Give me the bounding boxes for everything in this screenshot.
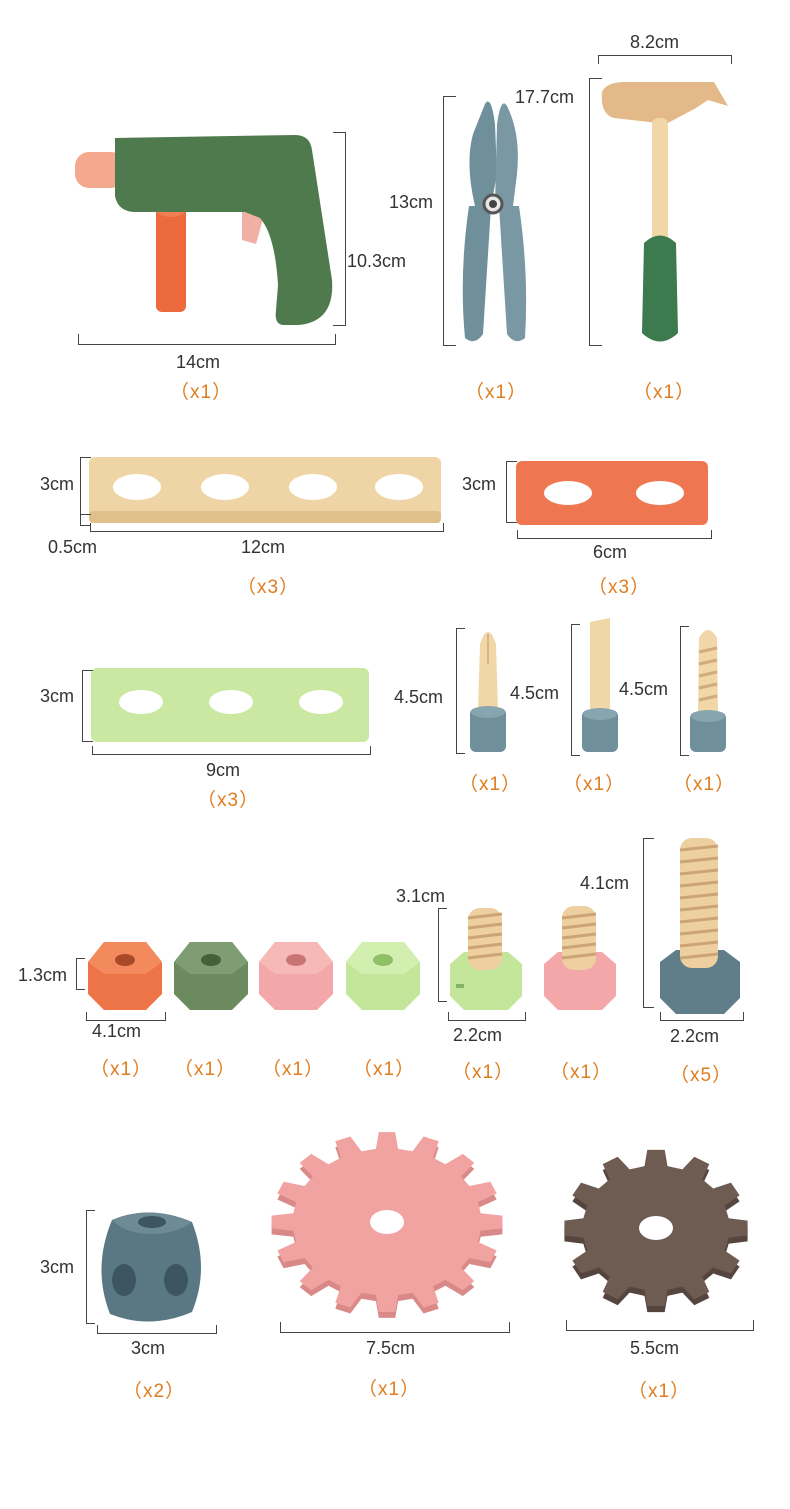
toy-drill (70, 130, 340, 330)
screwdriver-2-qty: （x1） (563, 774, 626, 795)
drill-height-bracket (333, 132, 346, 326)
nut-pink-qty: （x1） (262, 1059, 325, 1080)
bolt-blue-grey (658, 834, 742, 1016)
pliers-height-bracket (443, 96, 456, 346)
wood-plank-thickness-label: 0.5cm (48, 537, 98, 557)
nut-height-label: 1.3cm (18, 965, 68, 985)
pliers-qty: （x1） (465, 382, 528, 403)
screwdriver-2-height-bracket (571, 624, 580, 756)
toy-pliers (455, 94, 535, 349)
orange-plank-width-label: 6cm (593, 542, 628, 562)
drill-qty: （x1） (170, 382, 233, 403)
bolt-pink-qty: （x1） (550, 1062, 613, 1083)
green-plank-height-label: 3cm (40, 686, 75, 706)
nut-orange-qty: （x1） (90, 1059, 153, 1080)
green-plank-width-label: 9cm (206, 760, 241, 780)
screwdriver-1-qty: （x1） (459, 774, 522, 795)
hammer-width-label: 8.2cm (630, 32, 680, 52)
hammer-width-bracket (598, 55, 732, 64)
screwdriver-3-height-bracket (680, 626, 689, 756)
orange-plank-height-bracket (506, 461, 517, 523)
bolt-long-height-label: 4.1cm (580, 873, 630, 893)
screwdriver-2-height-label: 4.5cm (510, 683, 560, 703)
cube-qty: （x2） (123, 1381, 186, 1402)
cube-height-label: 3cm (40, 1257, 75, 1277)
big-gear-width-label: 7.5cm (366, 1338, 416, 1358)
big-gear (270, 1130, 506, 1326)
bolt-small-width-label: 2.2cm (453, 1025, 503, 1045)
wood-plank (89, 457, 443, 525)
bolt-small-width-bracket (448, 1012, 526, 1021)
hammer-height-label: 17.7cm (515, 87, 575, 107)
wood-plank-thickness-bracket (80, 514, 91, 526)
bolt-light-green-qty: （x1） (452, 1062, 515, 1083)
connector-cube (92, 1208, 210, 1328)
screwdriver-1-height-label: 4.5cm (394, 687, 444, 707)
nut-light-green (342, 938, 424, 1014)
nut-light-green-qty: （x1） (353, 1059, 416, 1080)
orange-plank (516, 461, 710, 527)
hammer-qty: （x1） (633, 382, 696, 403)
cube-height-bracket (86, 1210, 95, 1324)
wood-plank-width-bracket (90, 523, 444, 532)
nut-width-bracket (86, 1012, 166, 1021)
small-gear-width-bracket (566, 1320, 754, 1331)
wood-plank-qty: （x3） (237, 577, 300, 598)
toy-hammer (596, 78, 731, 348)
screwdriver-1-height-bracket (456, 628, 465, 754)
nut-sage-qty: （x1） (174, 1059, 237, 1080)
bolt-long-height-bracket (643, 838, 654, 1008)
nut-pink (255, 938, 337, 1014)
nut-width-label: 4.1cm (92, 1021, 142, 1041)
orange-plank-height-label: 3cm (462, 474, 497, 494)
wood-plank-height-bracket (80, 457, 91, 515)
bolt-blue-grey-qty: （x5） (670, 1065, 733, 1086)
screwdriver-2 (580, 616, 620, 756)
green-plank-width-bracket (92, 746, 371, 755)
big-gear-width-bracket (280, 1322, 510, 1333)
screwdriver-1 (468, 624, 508, 756)
orange-plank-qty: （x3） (588, 577, 651, 598)
bolt-small-height-label: 3.1cm (396, 886, 446, 906)
small-gear (560, 1146, 752, 1318)
wood-plank-height-label: 3cm (40, 474, 75, 494)
green-plank-qty: （x3） (197, 790, 260, 811)
drill-height-label: 10.3cm (347, 251, 407, 271)
bolt-pink (540, 904, 620, 1014)
bolt-small-height-bracket (438, 908, 447, 1002)
screwdriver-3-height-label: 4.5cm (619, 679, 669, 699)
bolt-long-width-label: 2.2cm (670, 1026, 720, 1046)
green-plank-height-bracket (82, 670, 93, 742)
nut-orange (84, 938, 166, 1014)
cube-width-bracket (97, 1325, 217, 1334)
bolt-light-green (446, 904, 526, 1014)
small-gear-width-label: 5.5cm (630, 1338, 680, 1358)
cube-width-label: 3cm (131, 1338, 166, 1358)
screwdriver-3 (688, 624, 728, 756)
drill-width-bracket (78, 334, 336, 345)
green-plank (91, 668, 371, 744)
orange-plank-width-bracket (517, 530, 712, 539)
screwdriver-3-qty: （x1） (673, 774, 736, 795)
big-gear-qty: （x1） (358, 1379, 421, 1400)
hammer-height-bracket (589, 78, 602, 346)
nut-height-bracket (76, 958, 85, 990)
bolt-long-width-bracket (660, 1012, 744, 1021)
nut-sage (170, 938, 252, 1014)
wood-plank-width-label: 12cm (241, 537, 286, 557)
small-gear-qty: （x1） (628, 1381, 691, 1402)
drill-width-label: 14cm (176, 352, 221, 372)
pliers-height-label: 13cm (389, 192, 434, 212)
